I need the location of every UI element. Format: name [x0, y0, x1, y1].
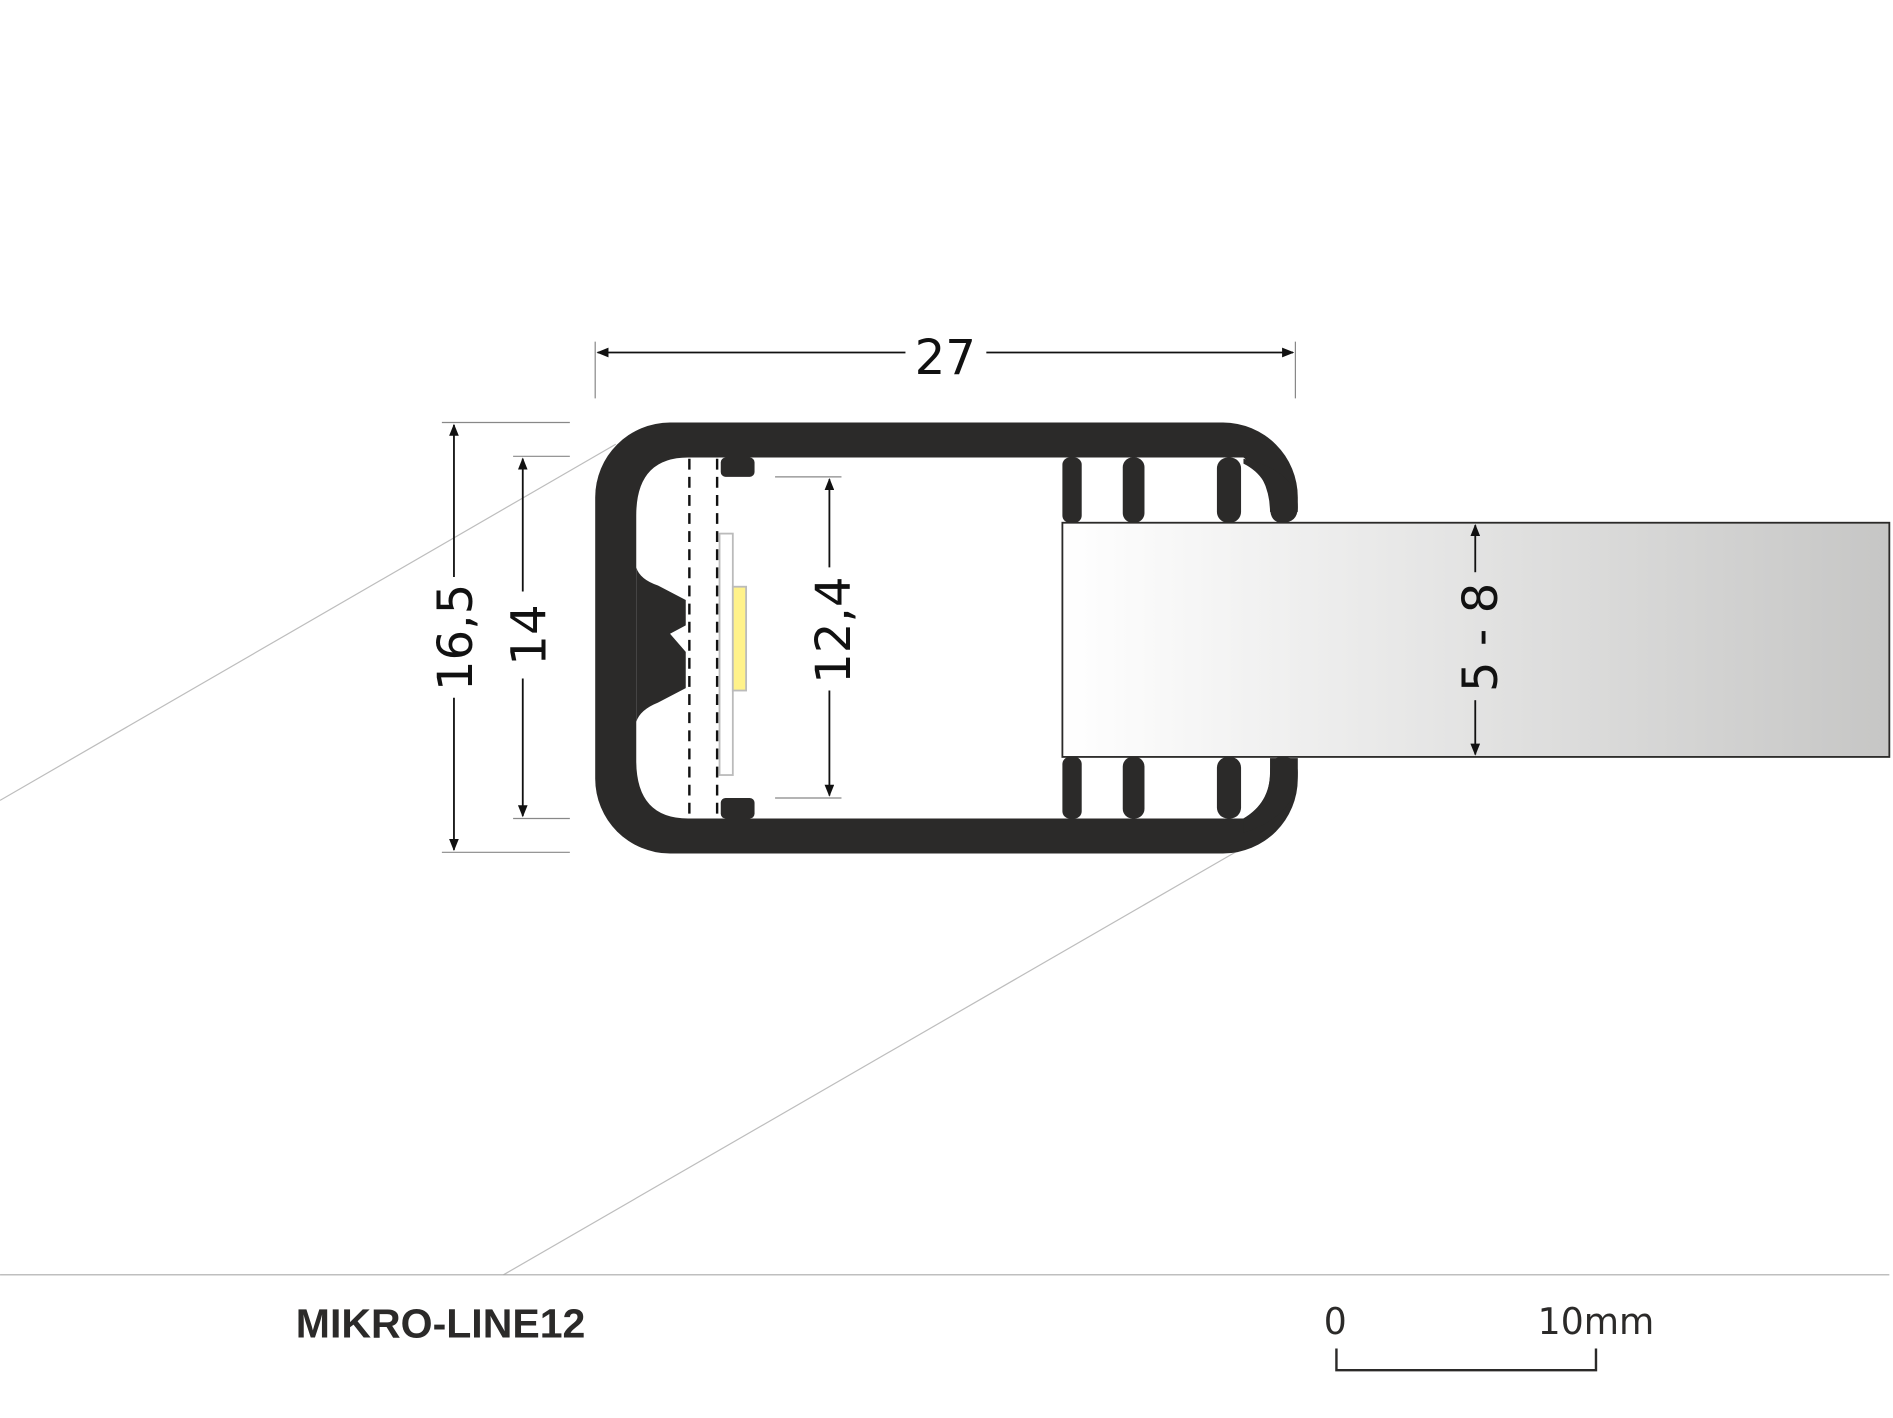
dimension-width: 27	[594, 330, 1296, 399]
dimension-inner-height: 14	[502, 455, 570, 820]
led-strip	[718, 532, 748, 776]
dimension-outer-height-label: 16,5	[428, 584, 484, 691]
dimension-width-label: 27	[915, 330, 976, 386]
dimension-led-space-label: 12,4	[806, 576, 862, 683]
dimension-inner-height-label: 14	[502, 604, 558, 665]
dimension-outer-height: 16,5	[428, 421, 570, 853]
scale-bar: 0 10mm	[1324, 1300, 1655, 1372]
dimension-led-space: 12,4	[775, 476, 862, 799]
dimension-board-thickness: 5 - 8	[1453, 523, 1509, 756]
product-name: MIKRO-LINE12	[296, 1301, 586, 1347]
dimension-board-thickness-label: 5 - 8	[1453, 583, 1509, 693]
scale-start-label: 0	[1324, 1300, 1347, 1343]
scale-end-label: 10mm	[1538, 1300, 1655, 1343]
